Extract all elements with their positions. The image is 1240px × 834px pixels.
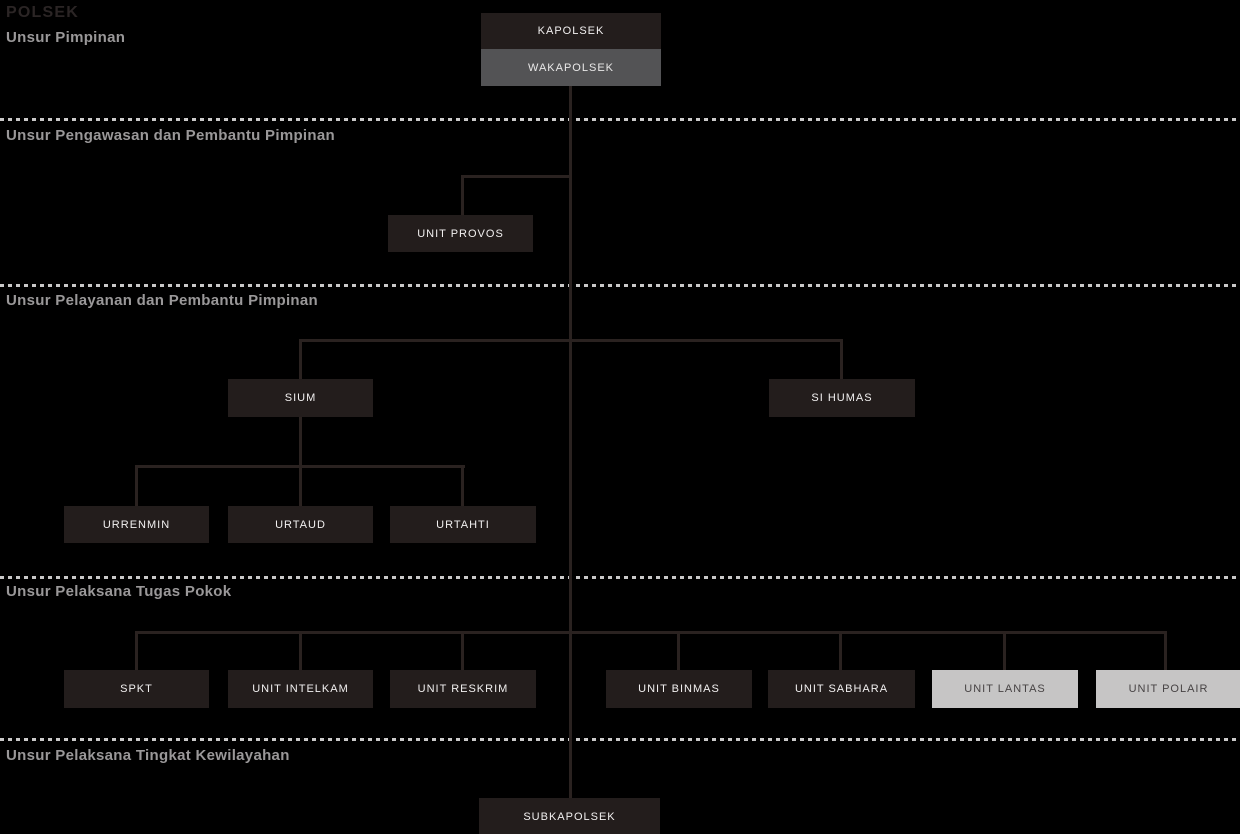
node-sium: SIUM <box>228 379 373 417</box>
node-unit-intelkam: UNIT INTELKAM <box>228 670 373 708</box>
connector-urtaud-drop <box>299 465 302 506</box>
connector-lantas-drop <box>1003 631 1006 670</box>
chart-title: POLSEK <box>6 4 79 21</box>
connector-reskrim-drop <box>461 631 464 670</box>
connector-intelkam-drop <box>299 631 302 670</box>
node-unit-reskrim: UNIT RESKRIM <box>390 670 536 708</box>
section-label-pengawasan: Unsur Pengawasan dan Pembantu Pimpinan <box>6 127 335 144</box>
section-label-pelayanan: Unsur Pelayanan dan Pembantu Pimpinan <box>6 292 319 309</box>
connector-row3-horizontal <box>299 339 843 342</box>
node-urtaud: URTAUD <box>228 506 373 543</box>
node-urrenmin: URRENMIN <box>64 506 209 543</box>
section-label-kewilayahan: Unsur Pelaksana Tingkat Kewilayahan <box>6 747 290 764</box>
node-unit-provos: UNIT PROVOS <box>388 215 533 252</box>
node-spkt: SPKT <box>64 670 209 708</box>
connector-sabhara-drop <box>839 631 842 670</box>
node-urtahti: URTAHTI <box>390 506 536 543</box>
connector-sihumas-drop <box>840 339 843 379</box>
node-si-humas: SI HUMAS <box>769 379 915 417</box>
connector-row4-horizontal <box>135 631 1167 634</box>
connector-sium-children-vertical <box>299 417 302 466</box>
connector-spkt-drop <box>135 631 138 670</box>
connector-binmas-drop <box>677 631 680 670</box>
node-unit-sabhara: UNIT SABHARA <box>768 670 915 708</box>
section-divider-1 <box>0 118 1240 121</box>
section-divider-2 <box>0 284 1240 287</box>
section-divider-3 <box>0 576 1240 579</box>
section-divider-4 <box>0 738 1240 741</box>
node-wakapolsek: WAKAPOLSEK <box>481 49 661 86</box>
node-subkapolsek: SUBKAPOLSEK <box>479 798 660 834</box>
node-unit-polair: UNIT POLAIR <box>1096 670 1240 708</box>
connector-polair-drop <box>1164 631 1167 670</box>
connector-urtahti-drop <box>461 465 464 506</box>
connector-provos-drop <box>461 175 464 215</box>
node-unit-lantas: UNIT LANTAS <box>932 670 1078 708</box>
connector-sium-drop <box>299 339 302 379</box>
section-label-tugas-pokok: Unsur Pelaksana Tugas Pokok <box>6 583 232 600</box>
section-label-pimpinan: Unsur Pimpinan <box>6 29 126 46</box>
node-unit-binmas: UNIT BINMAS <box>606 670 752 708</box>
connector-urrenmin-drop <box>135 465 138 506</box>
node-kapolsek: KAPOLSEK <box>481 13 661 49</box>
connector-main-vertical <box>569 86 572 798</box>
connector-provos-horizontal <box>461 175 572 178</box>
